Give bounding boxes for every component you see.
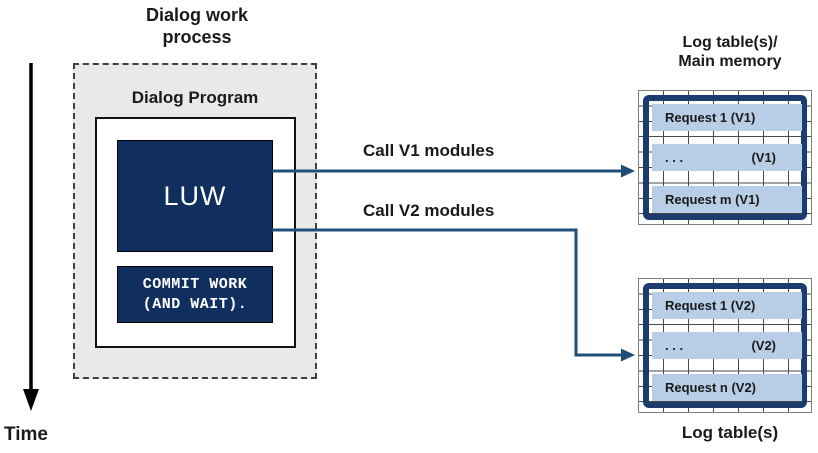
diagram-title: Dialog work process [145, 5, 248, 47]
row-value: (V1) [751, 150, 776, 165]
log-table-v1-title-line1: Log table(s)/ [682, 34, 778, 51]
dialog-program-label: Dialog Program [131, 88, 259, 107]
commit-work-box: COMMIT WORK (AND WAIT). [117, 266, 273, 323]
time-arrowhead-icon [23, 389, 39, 411]
table-row: Request m (V1) [652, 186, 802, 213]
table-row: Request 1 (V1) [652, 104, 802, 131]
row-value: (V2) [751, 338, 776, 353]
time-label: Time [4, 424, 49, 445]
log-table-v2-frame [643, 283, 807, 408]
commit-line-2: (AND WAIT). [142, 295, 248, 313]
call-v2-arrow-line [272, 228, 623, 357]
row-label: . . . [665, 338, 684, 353]
log-table-v1: Request 1 (V1) . . . (V1) Request m (V1) [638, 90, 812, 225]
row-label: . . . [665, 150, 684, 165]
log-table-v2-caption: Log table(s) [681, 423, 779, 442]
call-v2-label: Call V2 modules [363, 201, 495, 220]
row-label: Request m (V1) [665, 192, 760, 207]
log-table-v1-title: Log table(s)/ Main memory [620, 33, 818, 71]
log-table-v1-title-line2: Main memory [678, 53, 782, 70]
commit-line-1: COMMIT WORK [142, 275, 248, 293]
row-label: Request 1 (V1) [665, 110, 756, 125]
table-row: . . . (V2) [652, 332, 802, 359]
log-table-v2: Request 1 (V2) . . . (V2) Request n (V2) [638, 278, 812, 413]
call-v2-arrowhead-icon [621, 348, 635, 362]
row-label: Request n (V2) [665, 380, 757, 395]
call-v1-arrowhead-icon [621, 164, 635, 178]
log-table-v1-frame [643, 95, 807, 220]
call-v1-label: Call V1 modules [363, 141, 495, 160]
table-row: . . . (V1) [652, 144, 802, 171]
table-row: Request n (V2) [652, 374, 802, 401]
row-label: Request 1 (V2) [665, 298, 756, 313]
luw-box: LUW [117, 140, 273, 252]
table-row: Request 1 (V2) [652, 292, 802, 319]
luw-label: LUW [163, 180, 227, 211]
